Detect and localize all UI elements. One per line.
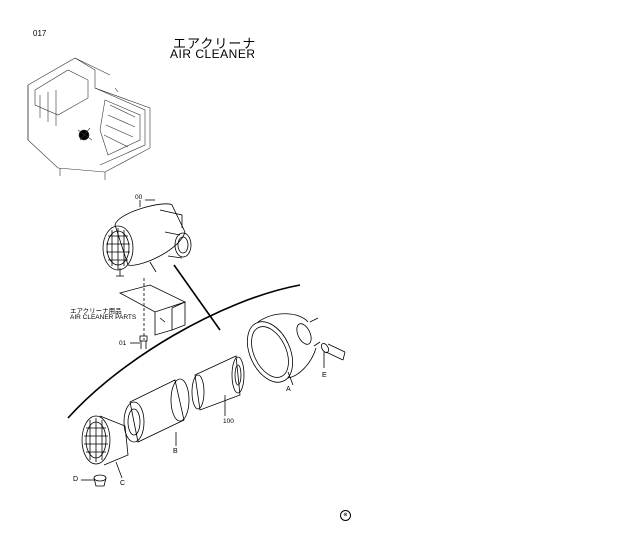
callout-c: C [120, 480, 126, 487]
callout-b: B [173, 448, 178, 455]
housing-a [246, 313, 321, 386]
corner-mark-icon: ⊗ [340, 510, 351, 521]
inner-filter-element [191, 355, 245, 416]
section-boundary [67, 284, 301, 419]
bolt [130, 278, 148, 349]
valve-d [81, 474, 107, 487]
callout-inner-element: 100 [223, 418, 234, 425]
callout-assembly: 00 [135, 194, 143, 201]
fitting-e [320, 343, 346, 368]
callout-bolt: 01 [119, 340, 127, 347]
parts-group-label-japanese: エアクリーナ用品 [70, 308, 122, 315]
callout-e: E [322, 372, 327, 379]
air-cleaner-assembly [102, 200, 192, 277]
cover-c [81, 415, 129, 479]
machine-overview-sketch [27, 57, 151, 180]
callout-a: A [286, 386, 291, 393]
mounting-bracket [118, 284, 187, 336]
outer-filter-element [123, 378, 190, 446]
page-title-english: AIR CLEANER [170, 47, 256, 61]
page-number: 017 [33, 29, 47, 38]
connecting-line [173, 264, 221, 331]
callout-d: D [73, 476, 79, 483]
parts-group-label-english: AIR CLEANER PARTS [70, 314, 137, 321]
page-title-japanese: エアクリーナ [173, 36, 257, 51]
